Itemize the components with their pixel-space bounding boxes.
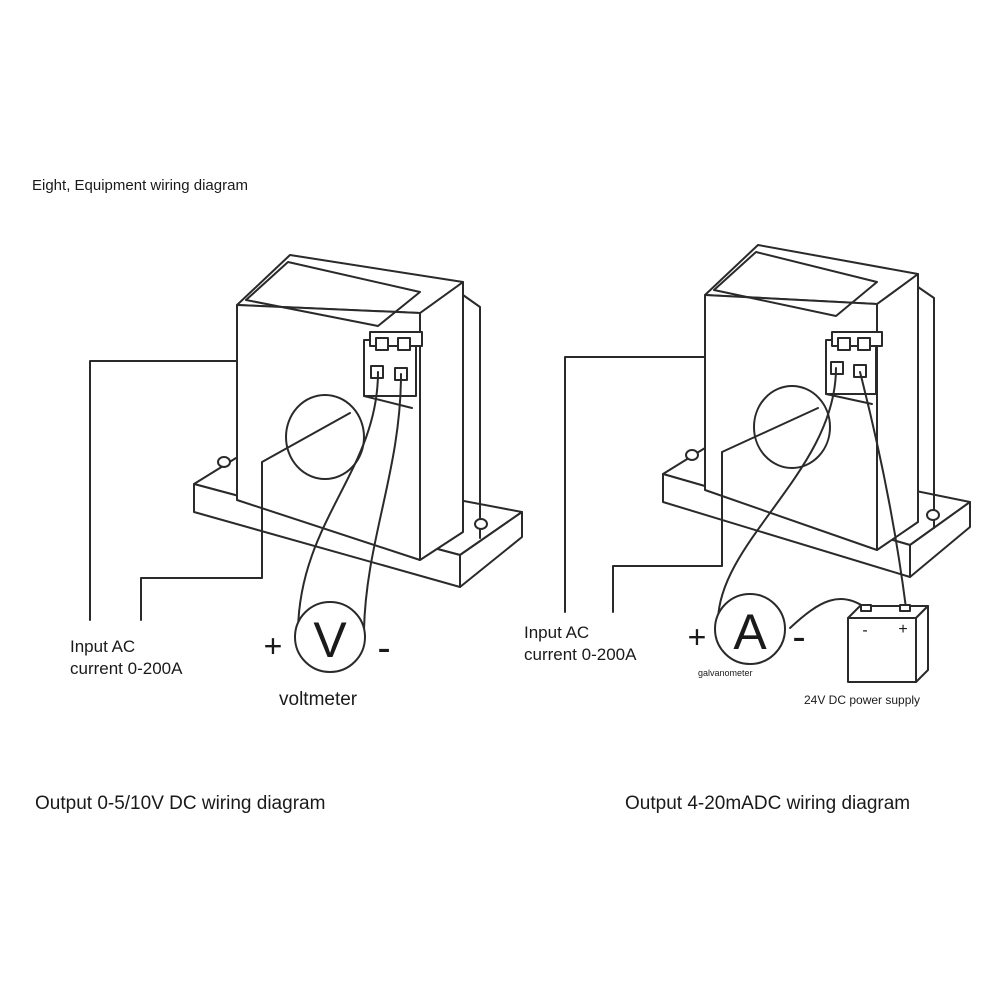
galvanometer-plus-sign: + <box>688 619 707 655</box>
voltmeter-label: voltmeter <box>279 689 358 710</box>
left-output-wire-minus <box>363 373 402 631</box>
right-output-wire-meter <box>717 367 837 621</box>
power-supply-label: 24V DC power supply <box>804 693 921 707</box>
voltmeter-plus-sign: + <box>264 628 283 664</box>
voltmeter-minus-sign: - <box>377 626 390 670</box>
right-current-sensor <box>662 244 971 578</box>
galvanometer: A + - <box>688 593 806 665</box>
left-current-sensor <box>193 254 523 588</box>
right-meter-to-psu-wire <box>789 598 867 629</box>
left-caption: Output 0-5/10V DC wiring diagram <box>35 793 326 814</box>
right-output-wire-psu-plus <box>859 371 907 609</box>
galvanometer-minus-sign: - <box>792 615 805 659</box>
galvanometer-label: galvanometer <box>698 668 753 678</box>
left-output-wire-plus <box>297 371 379 631</box>
left-input-wire-b <box>140 412 351 621</box>
psu-minus-sign: - <box>862 622 867 639</box>
power-supply-box: - + <box>847 604 929 683</box>
left-input-label: Input AC current 0-200A <box>70 637 183 678</box>
page-heading: Eight, Equipment wiring diagram <box>32 177 248 194</box>
left-input-wire-a <box>89 360 238 621</box>
psu-plus-sign: + <box>898 621 907 638</box>
galvanometer-symbol: A <box>733 604 767 660</box>
voltmeter: V + - <box>264 601 391 673</box>
voltmeter-symbol: V <box>313 612 347 668</box>
right-caption: Output 4-20mADC wiring diagram <box>625 793 911 814</box>
right-input-wire-a <box>564 356 706 613</box>
right-input-label: Input AC current 0-200A <box>524 623 637 664</box>
right-input-wire-b <box>612 407 819 613</box>
